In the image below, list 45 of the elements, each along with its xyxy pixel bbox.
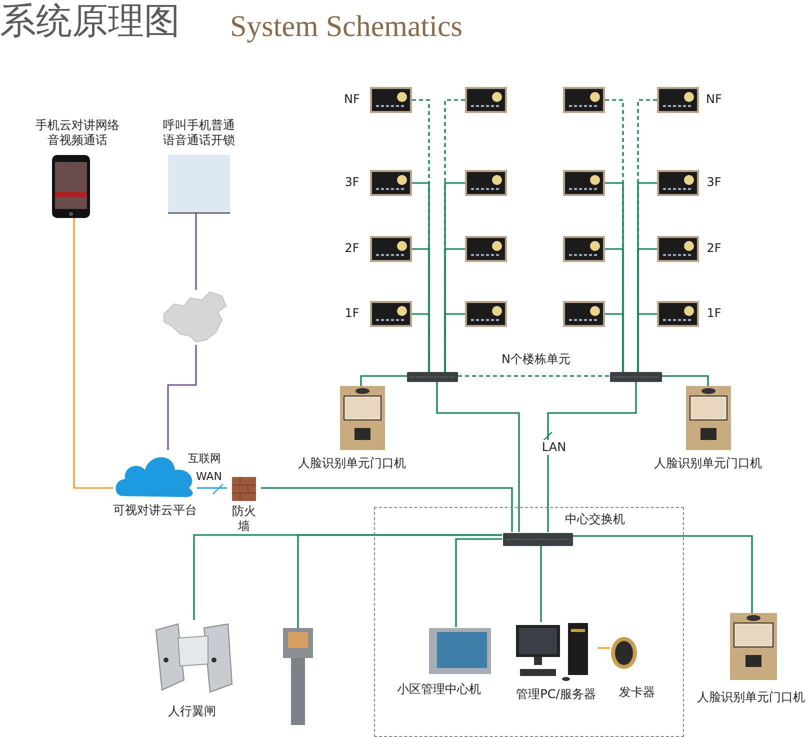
cable — [197, 487, 227, 489]
cable — [540, 545, 542, 622]
floor-label: NF — [705, 92, 723, 107]
floor-label: NF — [343, 92, 361, 107]
network-label: WAN — [196, 470, 222, 484]
device-label: 人脸识别单元门口机 — [297, 456, 407, 471]
floor-label: 2F — [706, 241, 722, 256]
cable — [444, 313, 465, 372]
edge-label: N个楼栋单元 — [500, 352, 572, 367]
cable — [73, 218, 113, 489]
cable — [436, 382, 520, 532]
cable — [662, 375, 709, 386]
device-label: 发卡器 — [618, 685, 656, 700]
cable — [458, 375, 610, 377]
cable — [605, 313, 624, 372]
device-label: 中心交换机 — [564, 512, 626, 527]
device-label: 人脸识别单元门口机 — [696, 690, 806, 705]
network-label: 互联网 — [188, 452, 221, 466]
cable — [637, 313, 657, 372]
title: 系统原理图 — [0, 0, 180, 44]
cable — [598, 647, 610, 649]
floor-label: 1F — [706, 306, 722, 321]
cable — [572, 535, 753, 613]
device-label: 小区管理中心机 — [396, 682, 482, 697]
cable — [360, 375, 407, 386]
device-label: 人行翼闸 — [167, 704, 217, 719]
device-label: 手机云对讲网络音视频通话 — [34, 118, 120, 148]
floor-label: 2F — [344, 241, 360, 256]
device-label: 呼叫手机普通语音通话开锁 — [162, 118, 236, 148]
cable — [261, 487, 513, 532]
device-label: 人脸识别单元门口机 — [653, 456, 763, 471]
device-label: 防火墙 — [231, 504, 257, 534]
cable — [195, 213, 197, 290]
floor-label: 1F — [344, 306, 360, 321]
cable — [412, 313, 430, 372]
cable — [547, 382, 637, 532]
dashed-region — [374, 507, 684, 737]
device-label: 可视对讲云平台 — [113, 503, 197, 518]
cable — [455, 538, 502, 627]
device-label: 管理PC/服务器 — [515, 687, 597, 702]
cable — [167, 345, 197, 450]
cable — [297, 534, 502, 628]
subtitle: System Schematics — [230, 9, 462, 45]
floor-label: 3F — [344, 175, 360, 190]
floor-label: 3F — [706, 175, 722, 190]
